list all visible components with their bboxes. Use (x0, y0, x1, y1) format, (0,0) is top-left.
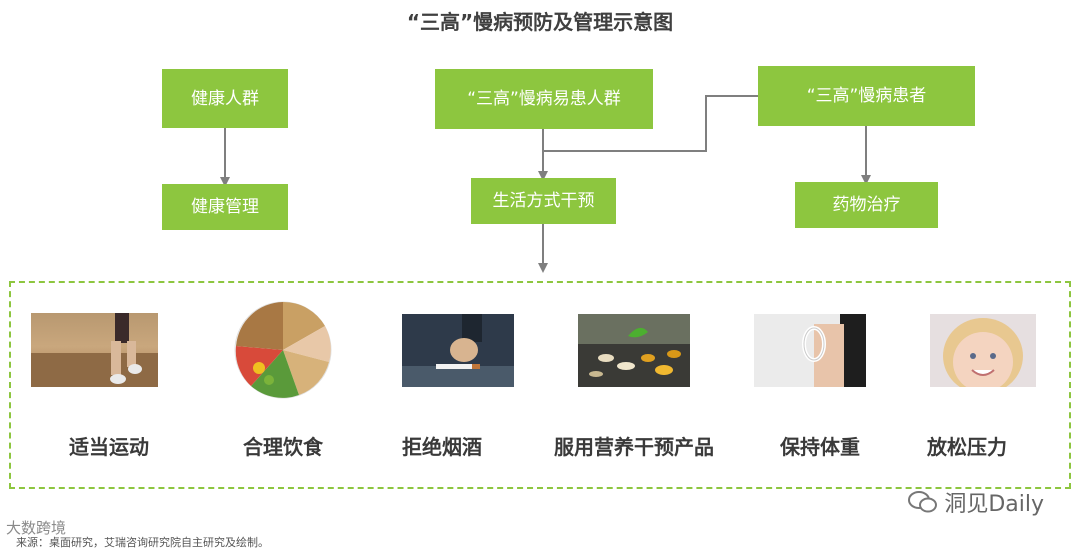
activity-label-no-smoking-drinking: 拒绝烟酒 (402, 435, 482, 459)
activity-label-weight: 保持体重 (780, 435, 860, 459)
supplements-photo-icon (578, 314, 690, 387)
watermark-text: 洞见Daily (944, 492, 1044, 517)
smiling-child-photo-icon (930, 314, 1036, 387)
source-note: 来源：桌面研究，艾瑞咨询研究院自主研究及绘制。 (16, 536, 269, 549)
watermark: 洞见Daily (908, 486, 1044, 518)
box-healthy-management: 健康管理 (162, 184, 288, 230)
box-drug-treatment: 药物治疗 (795, 182, 938, 228)
box-patients: “三高”慢病患者 (758, 66, 975, 126)
box-lifestyle-intervention: 生活方式干预 (471, 178, 616, 224)
measuring-tape-photo-icon (754, 314, 866, 387)
connector-patients-to-lifestyle (543, 95, 758, 152)
food-plate-photo-icon (233, 300, 333, 400)
activity-label-relax: 放松压力 (927, 435, 1007, 459)
wechat-icon (908, 491, 938, 513)
box-risk-group: “三高”慢病易患人群 (435, 69, 653, 129)
running-photo-icon (31, 313, 158, 387)
logo-text: 大数跨境 (6, 519, 67, 537)
activity-label-diet: 合理饮食 (243, 435, 323, 459)
box-healthy-group: 健康人群 (162, 69, 288, 128)
activity-label-exercise: 适当运动 (69, 435, 149, 459)
activities-frame (9, 281, 1071, 489)
activity-label-nutrition-products: 服用营养干预产品 (554, 435, 714, 459)
cigarette-crush-photo-icon (402, 314, 514, 387)
diagram-title: “三高”慢病预防及管理示意图 (406, 10, 674, 34)
